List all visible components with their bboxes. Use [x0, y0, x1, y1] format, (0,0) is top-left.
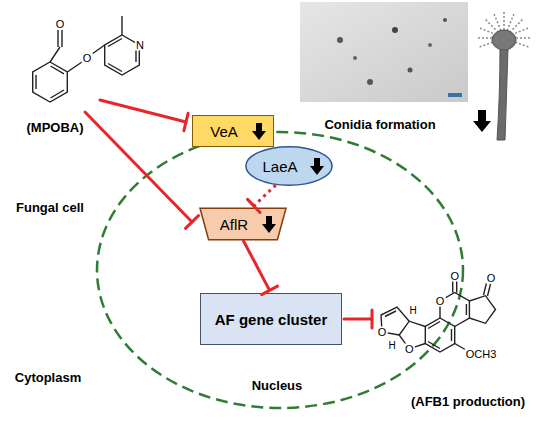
atom-label: H [409, 306, 416, 316]
node-label: AflR [220, 216, 248, 233]
atom-label: O [404, 344, 415, 355]
double-bond [385, 311, 396, 317]
methyl-bond [121, 16, 122, 35]
ellipse-shape [246, 147, 332, 185]
conidium-dot [353, 56, 357, 60]
node-label: LaeA [262, 158, 297, 175]
inhibition-bar [184, 113, 188, 130]
micrograph [300, 2, 468, 102]
atom-label: OCH3 [465, 349, 498, 360]
node-label: AF gene cluster [215, 311, 328, 328]
fungal-cell-outline [97, 132, 463, 408]
benzene-ring [425, 318, 454, 352]
double-bond [453, 281, 467, 315]
conidium-dot [443, 18, 447, 22]
text-label: Fungal cell [16, 201, 84, 215]
atom-label: O [449, 271, 460, 282]
atom-label: O [435, 296, 446, 307]
inhibition-connector [254, 185, 276, 206]
inhibition-bar [248, 199, 260, 212]
double-bond [36, 66, 64, 98]
text-label: (MPOBA) [26, 121, 83, 135]
inhibition-line [100, 100, 186, 122]
inhibition-connector [243, 240, 270, 290]
trapezoid-shape [200, 208, 286, 239]
double-bond [428, 322, 452, 349]
benzene-ring [33, 62, 68, 102]
inhibition-bar [186, 216, 199, 229]
conidium-dot [428, 43, 432, 47]
inhibition-line [85, 112, 192, 222]
mpoba-structure [33, 16, 140, 102]
text-label: Cytoplasm [15, 371, 81, 385]
conidium-dot [392, 27, 398, 33]
atom-label: O [377, 327, 388, 338]
ketone-bond [484, 283, 491, 296]
down-arrow [262, 216, 276, 233]
inhibition-line [344, 318, 372, 321]
node-label: VeA [210, 123, 238, 140]
conidium-dot [337, 37, 343, 43]
aldehyde-bond [50, 30, 62, 62]
afb1-structure [381, 281, 496, 352]
conidiophore-stalk [497, 48, 508, 140]
conidium-dot [408, 68, 413, 73]
atom-label: H [388, 341, 395, 351]
down-arrow [252, 123, 266, 140]
factor-trapezoid: AflR [200, 208, 286, 240]
text-label: Conidia formation [324, 118, 435, 132]
process-box: AF gene cluster [200, 293, 342, 345]
inhibition-connector-group [248, 185, 276, 212]
scale-bar [448, 93, 462, 97]
ether-bond [67, 45, 104, 72]
down-arrow [310, 158, 324, 175]
down-arrow [473, 110, 491, 132]
process-box: VeA [192, 115, 274, 147]
protein-ellipse: LaeA [245, 146, 333, 186]
inhibition-bar [262, 286, 278, 294]
text-label: Nucleus [252, 379, 303, 393]
vesicle [492, 30, 516, 50]
atom-label: N [135, 40, 145, 51]
inhibition-bar [371, 310, 374, 328]
atom-label: O [82, 53, 93, 64]
atom-label: O [486, 273, 497, 284]
text-label: (AFB1 production) [411, 395, 525, 409]
inhibition-connector-group [243, 240, 278, 295]
double-bond [108, 39, 136, 72]
atom-label: O [55, 19, 66, 30]
cyclopentenone-ring [469, 296, 495, 324]
conidium-dot [367, 79, 373, 85]
